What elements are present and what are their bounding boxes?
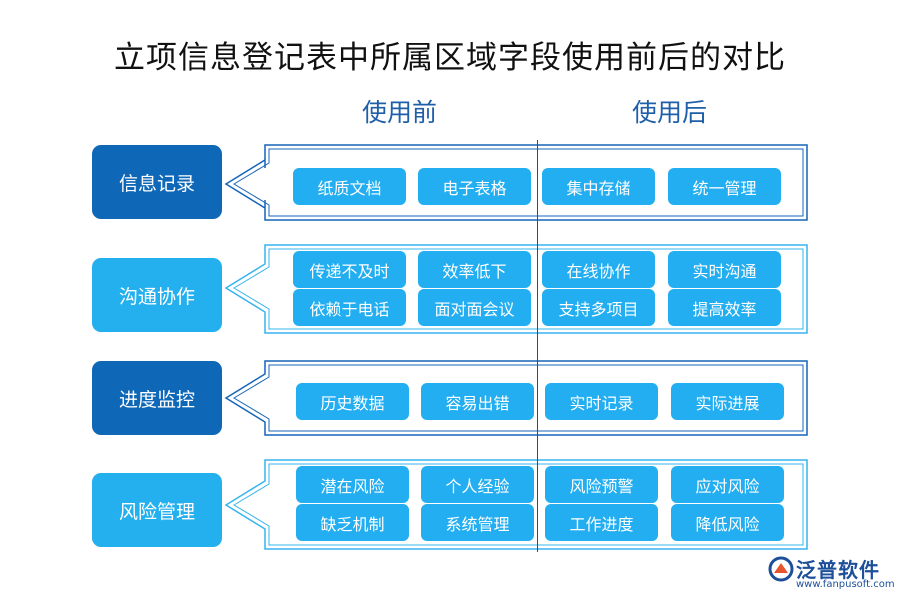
row-4-after-item: 风险预警 (545, 466, 658, 503)
row-2-before-item: 依赖于电话 (293, 289, 406, 326)
before-column-heading: 使用前 (362, 98, 438, 127)
frame-row-4-inner (233, 463, 804, 546)
row-2-before-item: 面对面会议 (418, 289, 531, 326)
frame-row-4 (224, 459, 808, 550)
row-4-after-item: 降低风险 (671, 504, 784, 541)
row-4-before-item: 系统管理 (421, 504, 534, 541)
row-2-after-item: 支持多项目 (542, 289, 655, 326)
frame-row-2 (224, 244, 808, 334)
row-1-before-item: 电子表格 (418, 168, 531, 205)
row-4-after-item: 应对风险 (671, 466, 784, 503)
row-2-before-item: 效率低下 (418, 251, 531, 288)
row-2-after-item: 实时沟通 (668, 251, 781, 288)
row-1-after-item: 统一管理 (668, 168, 781, 205)
row-4-after-item: 工作进度 (545, 504, 658, 541)
row-4-before-item: 潜在风险 (296, 466, 409, 503)
frame-row-3-inner (233, 364, 804, 432)
brand-url: www.fanpusoft.com (796, 579, 895, 590)
row-3-after-item: 实际进展 (671, 383, 784, 420)
brand-name: 泛普软件 (796, 558, 880, 582)
category-row-4: 风险管理 (92, 473, 222, 547)
row-3-after-item: 实时记录 (545, 383, 658, 420)
frame-row-2-inner (233, 248, 804, 330)
row-4-before-item: 缺乏机制 (296, 504, 409, 541)
row-1-before-item: 纸质文档 (293, 168, 406, 205)
row-2-before-item: 传递不及时 (293, 251, 406, 288)
row-3-before-item: 容易出错 (421, 383, 534, 420)
row-4-before-item: 个人经验 (421, 466, 534, 503)
frame-row-1-inner (233, 148, 804, 217)
row-3-before-item: 历史数据 (296, 383, 409, 420)
frame-row-3 (224, 360, 808, 436)
frame-row-1 (224, 144, 808, 221)
brand-logo-icon (768, 556, 794, 582)
row-2-after-item: 提高效率 (668, 289, 781, 326)
after-column-heading: 使用后 (632, 98, 708, 127)
brand-watermark: 泛普软件 www.fanpusoft.com (768, 554, 895, 594)
category-row-1: 信息记录 (92, 145, 222, 219)
page-title: 立项信息登记表中所属区域字段使用前后的对比 (114, 40, 786, 76)
row-1-after-item: 集中存储 (542, 168, 655, 205)
category-row-3: 进度监控 (92, 361, 222, 435)
category-row-2: 沟通协作 (92, 258, 222, 332)
row-2-after-item: 在线协作 (542, 251, 655, 288)
column-divider (537, 140, 538, 552)
